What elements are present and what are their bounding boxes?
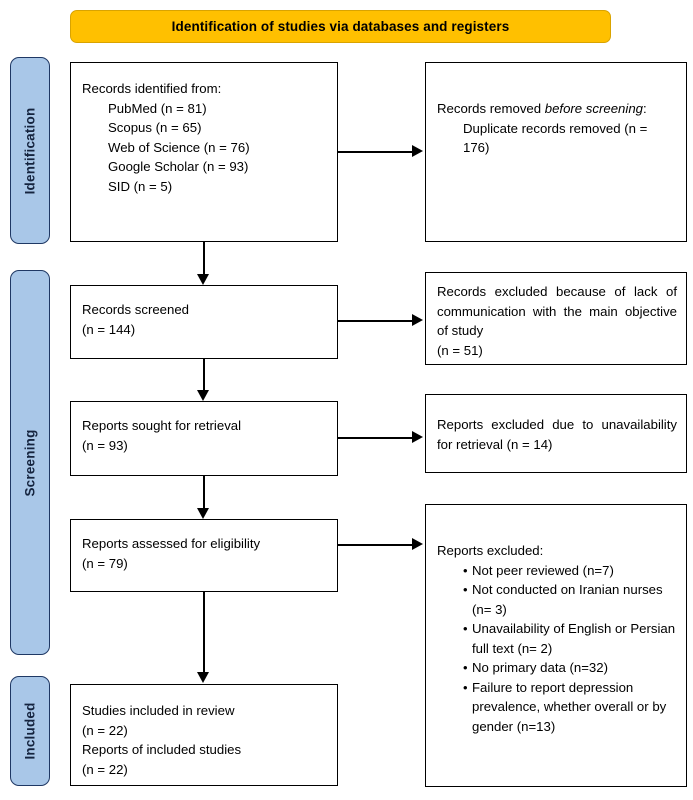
records-removed-lead: Records removed before screening:: [437, 99, 677, 119]
records-screened-line1: Records screened: [82, 302, 190, 317]
box-records-excluded: Records excluded because of lack of comm…: [425, 272, 687, 365]
reports-excluded-reason: No primary data (n=32): [463, 658, 677, 678]
reports-excluded-reason: Not peer reviewed (n=7): [463, 561, 677, 581]
records-excluded-count: (n = 51): [437, 342, 483, 358]
stage-bar-included: Included: [10, 676, 50, 786]
reports-excluded-retrieval-body: Reports excluded due to unavailability f…: [437, 417, 677, 452]
connector-identified-to-removed: [338, 151, 414, 153]
records-removed-lead-text: Records removed: [437, 101, 545, 116]
records-excluded-body: Records excluded because of lack of comm…: [437, 284, 677, 338]
records-identified-source: SID (n = 5): [108, 178, 173, 194]
stage-label-screening: Screening: [22, 428, 38, 497]
reports-sought-line2: (n = 93): [82, 437, 128, 453]
records-screened-line2: (n = 144): [82, 321, 136, 337]
studies-included-line4: (n = 22): [82, 761, 128, 777]
box-reports-excluded: Reports excluded: Not peer reviewed (n=7…: [425, 504, 687, 787]
arrowhead-sought-to-assessed: [197, 508, 209, 519]
reports-assessed-line2: (n = 79): [82, 555, 128, 571]
records-identified-source: Scopus (n = 65): [108, 120, 202, 135]
box-records-removed: Records removed before screening: Duplic…: [425, 62, 687, 242]
connector-assessed-to-included: [203, 592, 205, 676]
records-removed-detail: Duplicate records removed (n = 176): [463, 120, 648, 156]
studies-included-line3: Reports of included studies: [82, 742, 242, 757]
connector-identified-to-screened: [203, 242, 205, 278]
box-reports-sought: Reports sought for retrieval (n = 93): [70, 401, 338, 476]
studies-included-line2: (n = 22): [82, 722, 128, 738]
records-removed-lead-tail: :: [643, 101, 647, 116]
records-identified-source: Web of Science (n = 76): [108, 139, 250, 155]
banner-identification-header: Identification of studies via databases …: [70, 10, 611, 43]
arrowhead-screened-to-excluded: [412, 314, 423, 326]
reports-assessed-line1: Reports assessed for eligibility: [82, 536, 261, 551]
arrowhead-assessed-to-excluded: [412, 538, 423, 550]
connector-assessed-to-excluded: [338, 544, 414, 546]
box-reports-excluded-retrieval: Reports excluded due to unavailability f…: [425, 394, 687, 473]
records-identified-heading: Records identified from:: [82, 81, 222, 96]
reports-excluded-reason-list: Not peer reviewed (n=7) Not conducted on…: [437, 561, 677, 737]
stage-label-included: Included: [22, 702, 38, 760]
records-removed-lead-italic: before screening: [544, 101, 643, 116]
box-records-identified: Records identified from: PubMed (n = 81)…: [70, 62, 338, 242]
arrowhead-sought-to-excluded-retrieval: [412, 431, 423, 443]
studies-included-line1: Studies included in review: [82, 703, 235, 718]
records-identified-source: PubMed (n = 81): [108, 100, 207, 116]
stage-bar-identification: Identification: [10, 57, 50, 244]
banner-title: Identification of studies via databases …: [171, 19, 510, 34]
stage-label-identification: Identification: [22, 107, 38, 194]
reports-excluded-reason: Failure to report depression prevalence,…: [463, 678, 677, 737]
box-studies-included: Studies included in review (n = 22) Repo…: [70, 684, 338, 786]
connector-screened-to-excluded: [338, 320, 414, 322]
connector-sought-to-excluded-retrieval: [338, 437, 414, 439]
connector-sought-to-assessed: [203, 476, 205, 512]
reports-excluded-reason: Not conducted on Iranian nurses (n= 3): [463, 580, 677, 619]
reports-sought-line1: Reports sought for retrieval: [82, 418, 242, 433]
reports-excluded-heading: Reports excluded:: [437, 543, 544, 558]
arrowhead-identified-to-screened: [197, 274, 209, 285]
box-records-screened: Records screened (n = 144): [70, 285, 338, 359]
box-reports-assessed: Reports assessed for eligibility (n = 79…: [70, 519, 338, 592]
arrowhead-identified-to-removed: [412, 145, 423, 157]
stage-bar-screening: Screening: [10, 270, 50, 655]
records-identified-source: Google Scholar (n = 93): [108, 159, 249, 174]
arrowhead-screened-to-sought: [197, 390, 209, 401]
connector-screened-to-sought: [203, 359, 205, 394]
reports-excluded-reason: Unavailability of English or Persian ful…: [463, 619, 677, 658]
arrowhead-assessed-to-included: [197, 672, 209, 683]
